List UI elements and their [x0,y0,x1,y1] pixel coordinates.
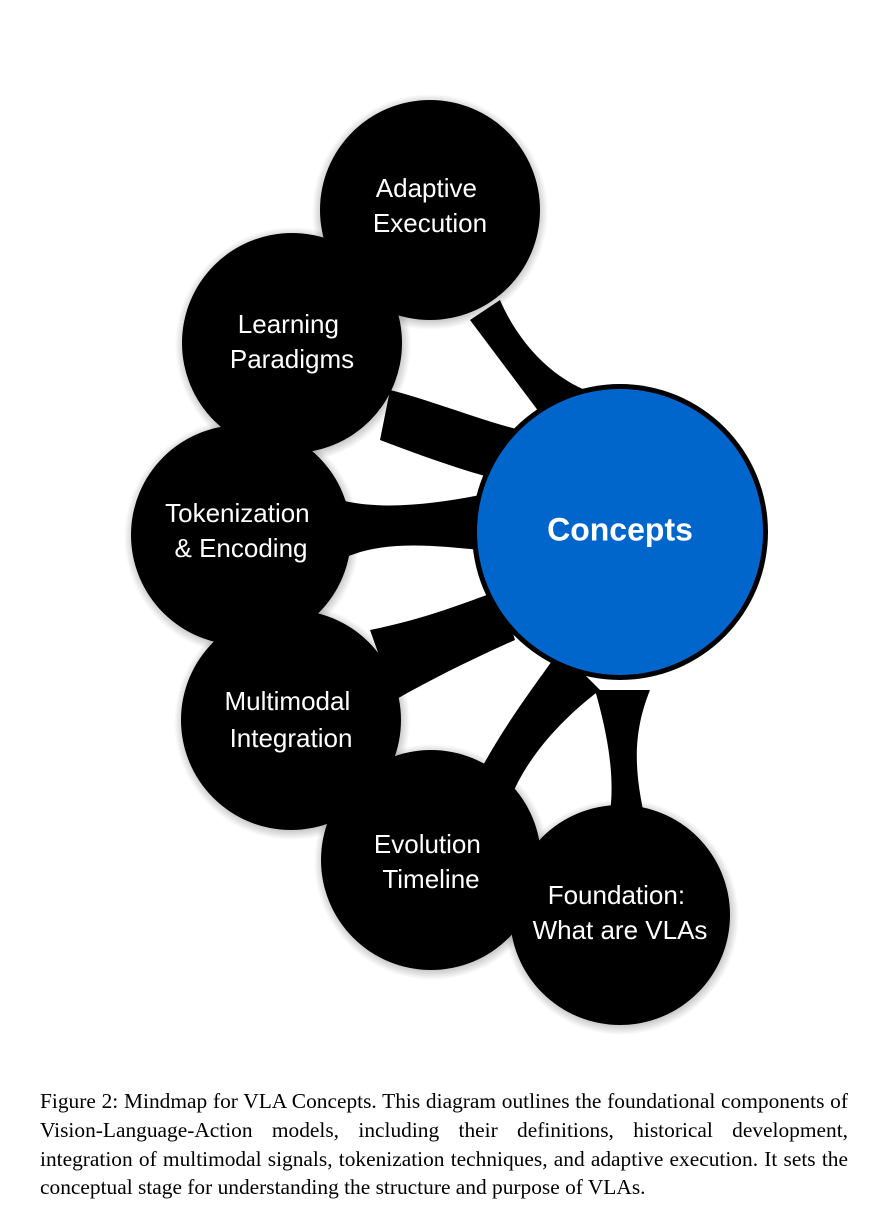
branch-label-line: & Encoding [175,533,308,563]
svg-text:Evolution Timeline: Evolution Timeline [374,829,488,894]
center-node: Concepts [472,384,768,680]
center-node-fill [477,389,763,675]
connector-tokenization-encoding [340,495,480,560]
branch-label-line: Tokenization [165,498,310,528]
branch-label-line: Paradigms [230,344,354,374]
connector-evolution-timeline [470,650,600,800]
branch-label-line: Foundation: [548,880,685,910]
svg-text:Foundation: What are VLA: Foundation: What are VLAs [533,880,708,945]
branch-label-line: Timeline [382,864,479,894]
branch-label-line: Integration [230,723,353,753]
mindmap-diagram: Adaptive Execution Learning Paradigms To… [124,94,768,1035]
branch-label-line: Adaptive [376,173,477,203]
branch-label-line: Execution [373,208,487,238]
branch-node-evolution-timeline: Evolution Timeline [314,744,550,980]
svg-text:Adaptive Execution: Adaptive Execution [373,173,487,238]
branch-label-line: Multimodal [225,686,351,716]
figure-caption: Figure 2: Mindmap for VLA Concepts. This… [40,1089,848,1200]
svg-text:Tokenization & Encoding: Tokenization & Encoding [165,498,317,563]
svg-text:Learning Paradigms: Learning Paradigms [230,309,354,374]
connector-multimodal-integration [370,590,515,700]
branch-label-line: Evolution [374,829,481,859]
branch-node-tokenization-encoding: Tokenization & Encoding [124,419,360,655]
branch-node-foundation: Foundation: What are VLAs [503,799,739,1035]
branch-label-line: Learning [238,309,339,339]
connector-learning-paradigms [380,390,520,480]
center-node-label: Concepts [547,511,693,547]
branch-node-learning-paradigms: Learning Paradigms [175,227,411,463]
svg-text:Multimodal Integration: Multimodal Integration [225,686,358,753]
branch-label-line: What are VLAs [533,915,708,945]
